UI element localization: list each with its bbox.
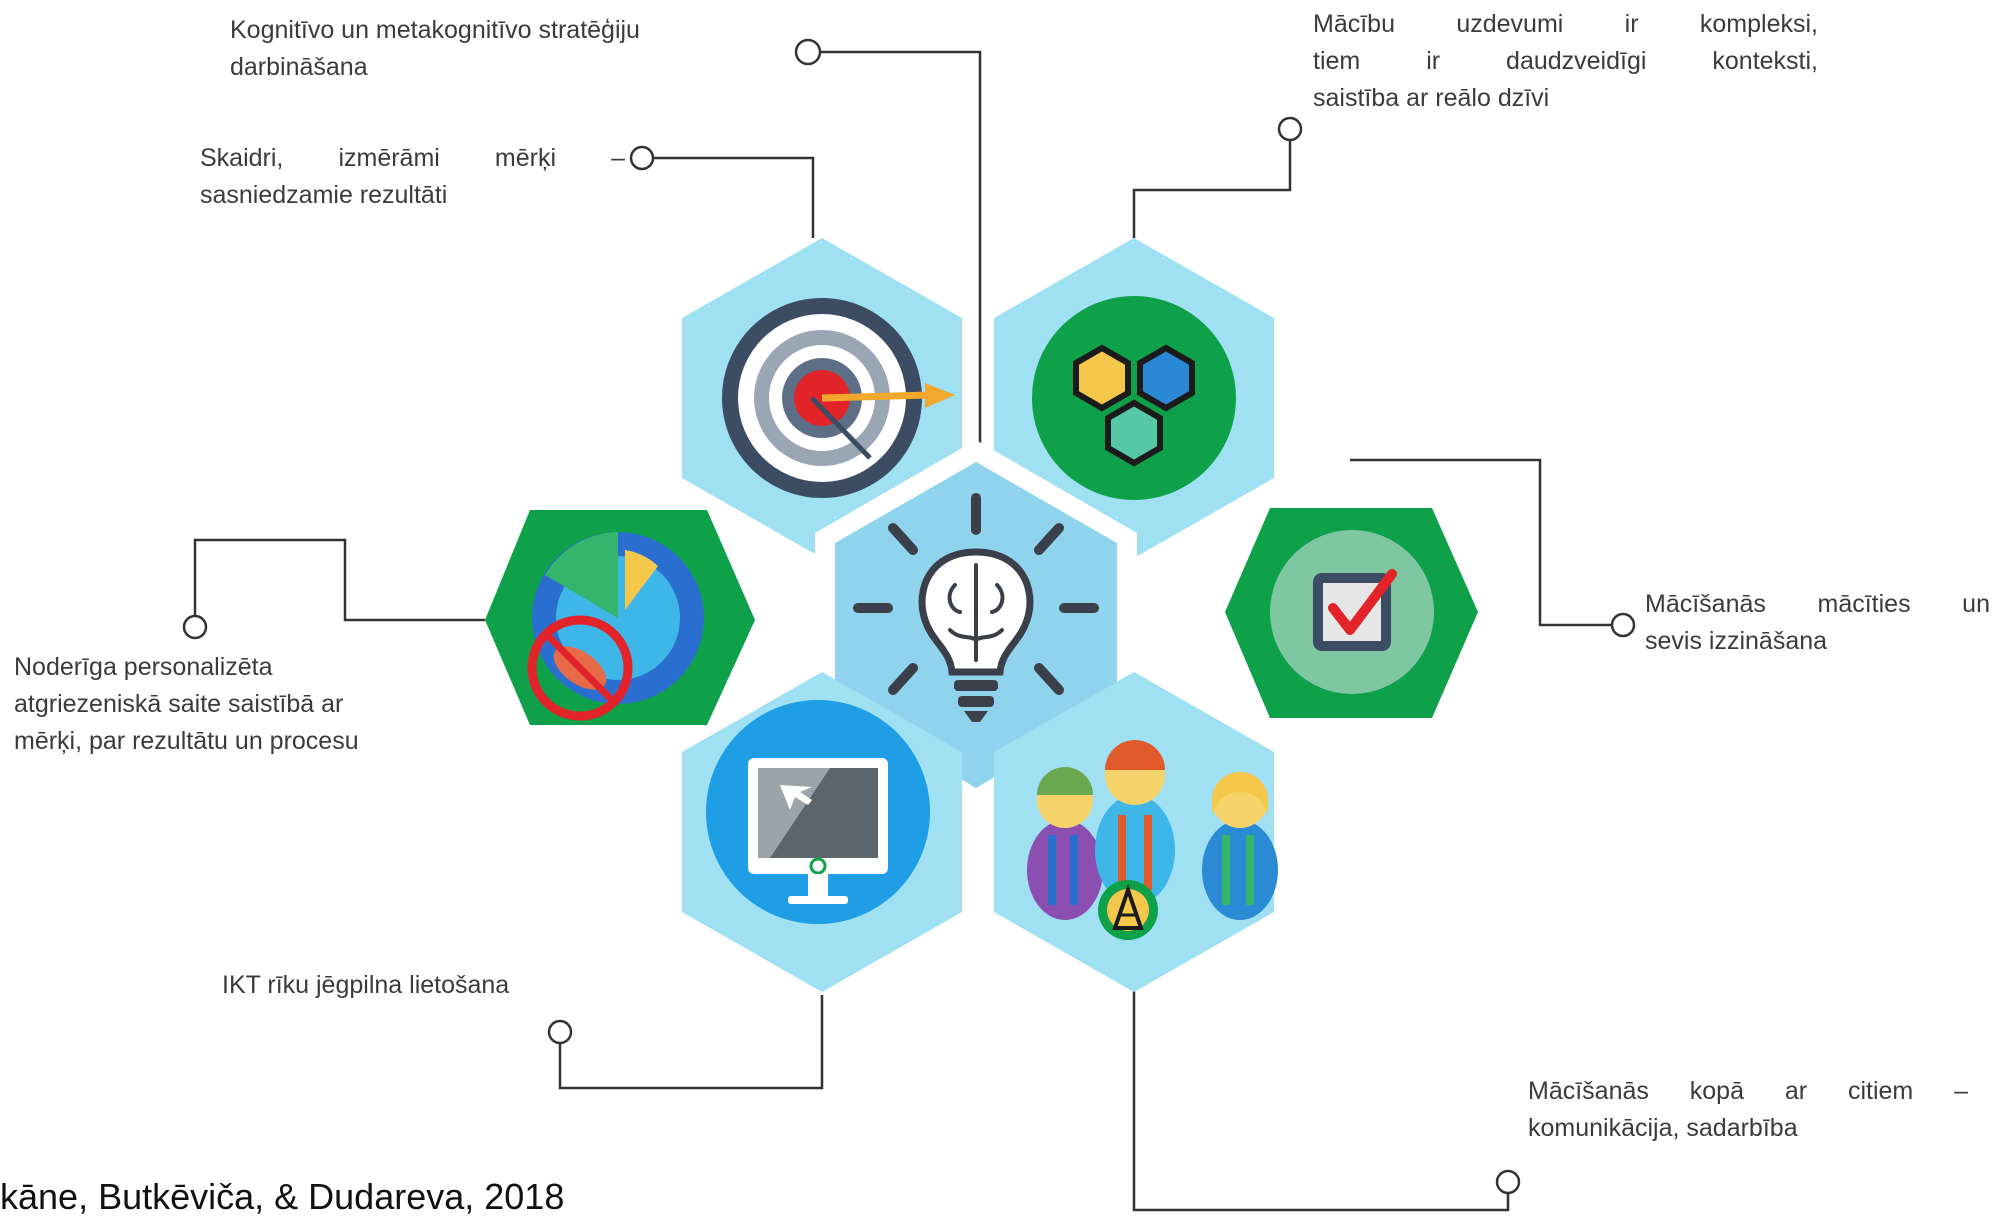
label-cognitive-strategies: Kognitīvo un metakognitīvo stratēģiju da… <box>230 16 640 81</box>
team-icon <box>1027 740 1278 940</box>
connector-ict <box>558 995 824 1090</box>
citation: kāne, Butkēviča, & Dudareva, 2018 <box>0 1176 565 1217</box>
connector-learning <box>1350 458 1612 627</box>
hexagon-cluster-icon <box>1032 296 1236 500</box>
label-complex-tasks: Mācību uzdevumi ir kompleksi, tiem ir da… <box>1313 10 1818 112</box>
label-ict-tools: IKT rīku jēgpilna lietošana <box>222 971 510 999</box>
connector-lines <box>193 50 1612 1212</box>
hex-feedback <box>485 510 755 725</box>
label-clear-goals: Skaidri, izmērāmi mērķi – sasniedzamie r… <box>200 144 625 209</box>
hex-complex-tasks <box>994 238 1274 558</box>
connector-collab <box>1132 990 1510 1212</box>
label-collaboration: Mācīšanās kopā ar citiem – komunikācija,… <box>1528 1077 1968 1142</box>
pie-chart-icon <box>527 532 704 721</box>
connector-cognitive <box>815 50 982 445</box>
hex-learning-to-learn <box>1225 508 1478 718</box>
hex-ict <box>682 672 962 992</box>
label-learning-to-learn: Mācīšanās mācīties un sevis izzināšana <box>1645 590 1990 655</box>
connector-nodes <box>182 38 1636 1195</box>
checkbox-icon <box>1270 530 1434 694</box>
hex-goals <box>682 238 962 558</box>
connector-goals <box>651 156 815 238</box>
hex-collaboration <box>994 672 1278 992</box>
connector-complex <box>1132 140 1292 238</box>
monitor-icon <box>706 700 930 924</box>
lightbulb-brain-icon <box>853 493 1099 722</box>
label-feedback: Noderīga personalizēta atgriezeniskā sai… <box>14 653 359 755</box>
connector-feedback <box>193 538 485 622</box>
target-icon <box>722 298 955 498</box>
